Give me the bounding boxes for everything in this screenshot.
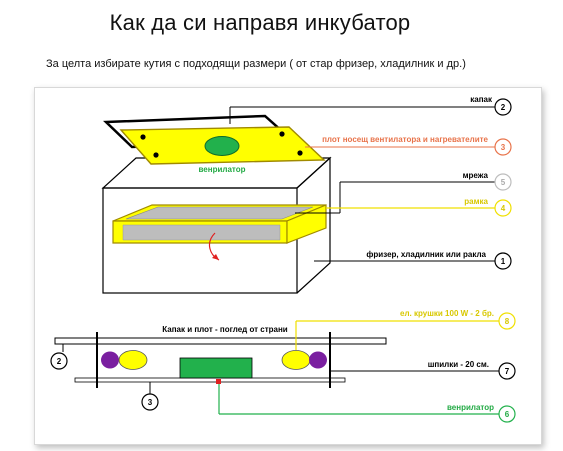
board-hole [153, 152, 159, 158]
box-outline [101, 156, 332, 294]
callout-number-fan: 6 [498, 405, 516, 423]
tray-frame-side [286, 204, 327, 244]
box-side-face [296, 156, 331, 294]
svg-text:3: 3 [501, 143, 506, 152]
fan-icon [204, 136, 240, 156]
callout-number-box: 1 [494, 252, 512, 270]
side-lid-bar [54, 337, 387, 345]
svg-text:3: 3 [148, 398, 153, 407]
arrow-head-icon [212, 254, 219, 260]
page-subtitle: За целта избирате кутия с подходящи разм… [46, 58, 466, 70]
board-hole [297, 150, 303, 156]
svg-text:1: 1 [501, 257, 506, 266]
side-board-bar [74, 377, 346, 383]
mesh-surface [125, 206, 314, 220]
fan-label: венрилатор [198, 165, 245, 174]
svg-text:6: 6 [505, 410, 510, 419]
bulb-socket-right [309, 351, 327, 369]
frame-label: рамка [464, 197, 488, 206]
svg-text:2: 2 [57, 357, 62, 366]
box-label: фризер, хладилник или ракла [366, 250, 486, 259]
callout-number-side-lid: 2 [50, 352, 68, 370]
fan-connector [216, 379, 221, 384]
board-hole [279, 131, 285, 137]
board-label: плот носещ вентилатора и нагревателите [322, 135, 488, 144]
bulb-icon-right [281, 350, 311, 370]
mesh-front [122, 224, 281, 241]
callout-number-lid: 2 [494, 98, 512, 116]
board-hole [140, 134, 146, 140]
svg-text:4: 4 [501, 204, 506, 213]
callout-number-board: 3 [494, 138, 512, 156]
callout-number-studs: 7 [498, 362, 516, 380]
bulb-socket-left [101, 351, 119, 369]
callout-number-bulbs: 8 [498, 312, 516, 330]
bulb-icon-left [118, 350, 148, 370]
page-title: Как да си направя инкубатор [109, 10, 411, 35]
callout-number-frame: 4 [494, 199, 512, 217]
mesh-label: мрежа [463, 171, 489, 180]
studs-label: шпилки - 20 см. [428, 360, 489, 369]
callout-number-side-board: 3 [141, 393, 159, 411]
svg-text:8: 8 [505, 317, 510, 326]
side-fan-block [179, 357, 253, 379]
bulbs-label: ел. крушки 100 W - 2 бр. [400, 309, 494, 318]
tray [112, 204, 327, 244]
svg-text:2: 2 [501, 103, 506, 112]
side-view-title: Капак и плот - поглед от страни [162, 325, 288, 334]
box-front-face [102, 187, 298, 294]
svg-text:5: 5 [501, 178, 506, 187]
side-fan-label: венрилатор [447, 403, 494, 412]
callout-number-mesh: 5 [494, 173, 512, 191]
svg-text:7: 7 [505, 367, 510, 376]
lid-label: капак [470, 95, 493, 104]
